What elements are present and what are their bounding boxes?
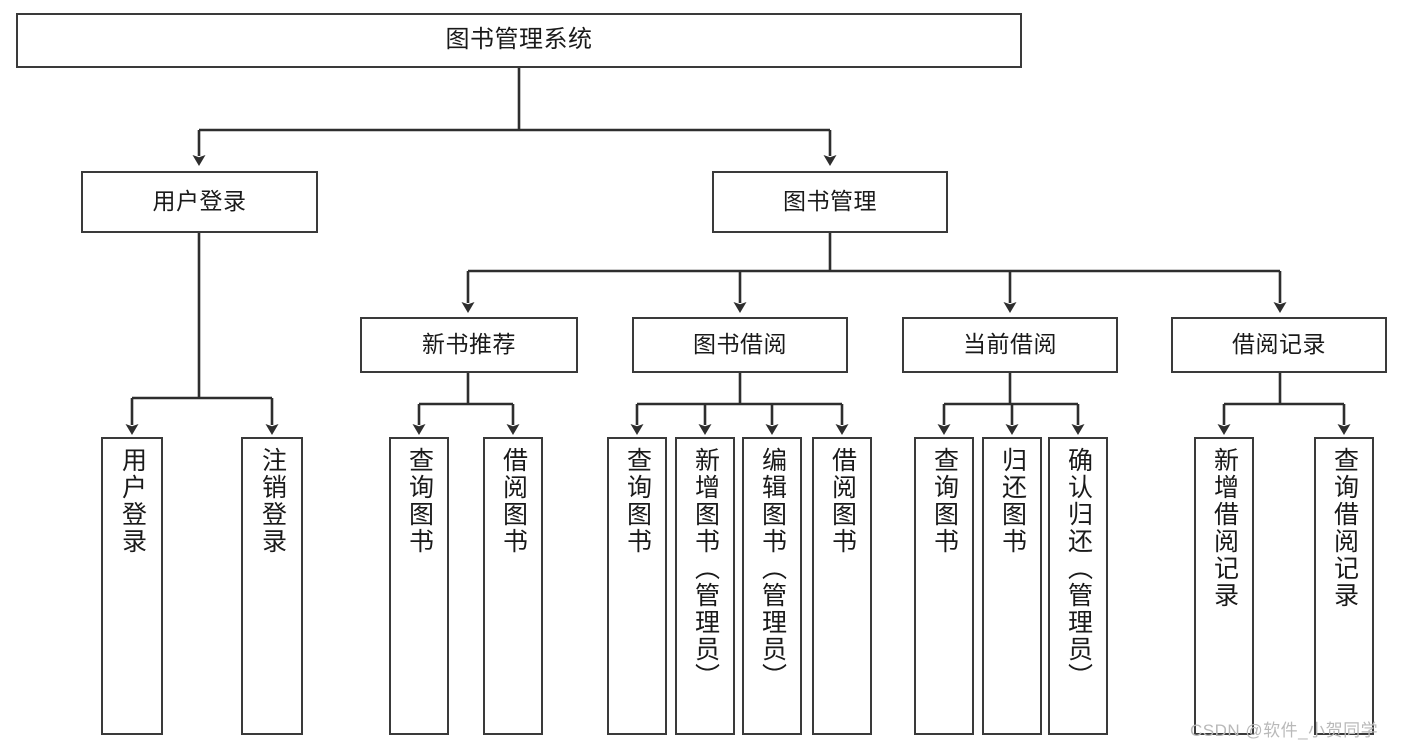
node-leaf-query-record[interactable]: 查询借阅记录 <box>1314 437 1374 735</box>
node-leaf-query-book-3[interactable]: 查询图书 <box>914 437 974 735</box>
node-label: 借阅图书 <box>499 447 528 555</box>
node-label: 查询图书 <box>405 447 434 555</box>
node-label: 新增借阅记录 <box>1210 447 1239 609</box>
node-leaf-borrow-book-1[interactable]: 借阅图书 <box>483 437 543 735</box>
node-new-book-recommend[interactable]: 新书推荐 <box>360 317 578 373</box>
node-leaf-add-record[interactable]: 新增借阅记录 <box>1194 437 1254 735</box>
node-label: 注销登录 <box>258 447 287 555</box>
node-current-borrow[interactable]: 当前借阅 <box>902 317 1118 373</box>
node-leaf-edit-book[interactable]: 编辑图书（管理员） <box>742 437 802 735</box>
node-leaf-query-book-2[interactable]: 查询图书 <box>607 437 667 735</box>
node-label: 用户登录 <box>152 188 247 215</box>
node-leaf-logout-login[interactable]: 注销登录 <box>241 437 303 735</box>
node-borrow-record[interactable]: 借阅记录 <box>1171 317 1387 373</box>
node-leaf-confirm-return[interactable]: 确认归还（管理员） <box>1048 437 1108 735</box>
node-label: 新增图书（管理员） <box>691 447 720 690</box>
node-root-system[interactable]: 图书管理系统 <box>16 13 1022 68</box>
node-book-borrow[interactable]: 图书借阅 <box>632 317 848 373</box>
node-label: 当前借阅 <box>963 331 1057 358</box>
node-leaf-user-login[interactable]: 用户登录 <box>101 437 163 735</box>
node-label: 借阅记录 <box>1232 331 1326 358</box>
node-label: 图书管理系统 <box>445 26 593 54</box>
node-label: 编辑图书（管理员） <box>758 447 787 690</box>
node-label: 图书管理 <box>783 188 877 215</box>
node-label: 确认归还（管理员） <box>1064 447 1093 690</box>
node-leaf-return-book[interactable]: 归还图书 <box>982 437 1042 735</box>
node-label: 查询图书 <box>623 447 652 555</box>
node-label: 新书推荐 <box>422 331 516 358</box>
node-label: 查询借阅记录 <box>1330 447 1359 609</box>
node-book-management[interactable]: 图书管理 <box>712 171 948 233</box>
node-label: 图书借阅 <box>693 331 787 358</box>
node-leaf-add-book[interactable]: 新增图书（管理员） <box>675 437 735 735</box>
node-label: 用户登录 <box>118 447 147 555</box>
node-leaf-borrow-book-2[interactable]: 借阅图书 <box>812 437 872 735</box>
node-user-login[interactable]: 用户登录 <box>81 171 318 233</box>
node-label: 借阅图书 <box>828 447 857 555</box>
csdn-watermark: CSDN @软件_小贺同学 <box>1190 721 1379 740</box>
node-label: 查询图书 <box>930 447 959 555</box>
node-label: 归还图书 <box>998 447 1027 555</box>
node-leaf-query-book-1[interactable]: 查询图书 <box>389 437 449 735</box>
